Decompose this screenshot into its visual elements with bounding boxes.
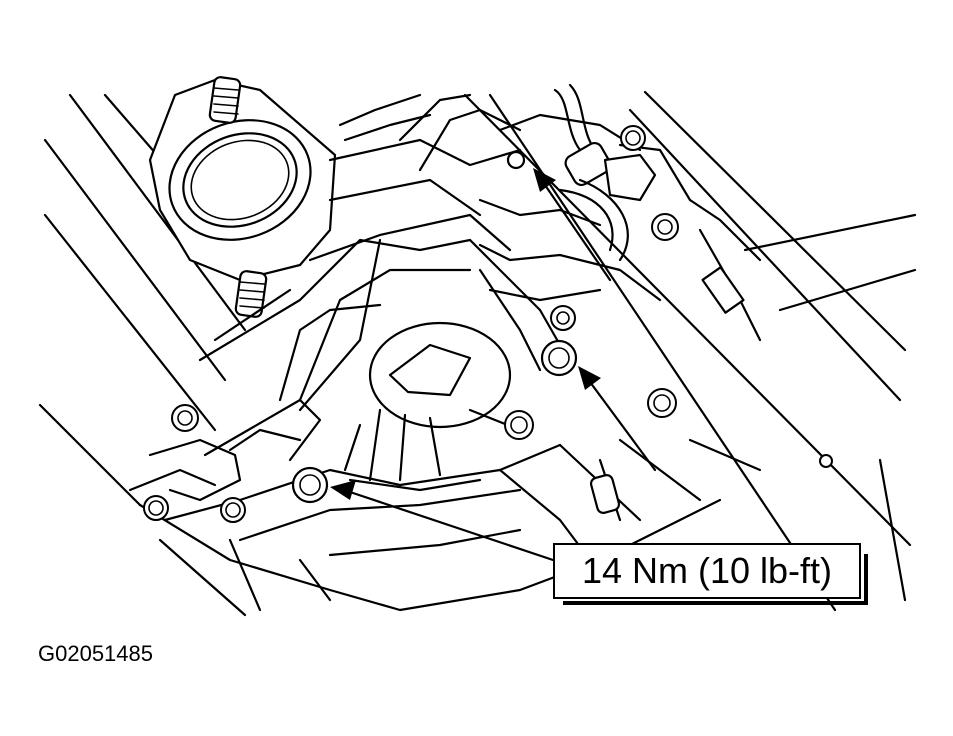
flange-stud-bottom [234, 270, 268, 318]
bolt-top-right [620, 125, 646, 151]
arrow-to-torque-bolt-upper [578, 366, 657, 472]
arrow-to-fastener-top [533, 168, 612, 282]
figure-id: G02051485 [38, 641, 153, 666]
bolt-left-2 [143, 495, 169, 521]
bolt-small-right [819, 454, 833, 468]
stud-lower-right [589, 474, 621, 514]
torque-bolt-upper [540, 339, 578, 377]
bolt-right-2 [647, 388, 677, 418]
bolt-right-1 [651, 213, 679, 241]
callout-shadow-bottom [563, 601, 868, 605]
exhaust-flange [148, 78, 337, 282]
torque-bolt-lower [291, 466, 329, 504]
output-opening [343, 321, 522, 492]
torque-spec-callout: 14 Nm (10 lb-ft) [553, 543, 861, 599]
arrow-to-torque-bolt-lower [330, 480, 555, 562]
callout-shadow-right [864, 554, 868, 604]
bolt-left-1 [171, 404, 199, 432]
flange-stud-top [208, 76, 242, 124]
sensor-assembly [553, 83, 762, 342]
fastener-top [506, 150, 526, 170]
bolt-left-3 [220, 497, 246, 523]
bolt-mid [550, 305, 576, 331]
transmission-housing [128, 93, 662, 502]
bolt-center [504, 410, 534, 440]
